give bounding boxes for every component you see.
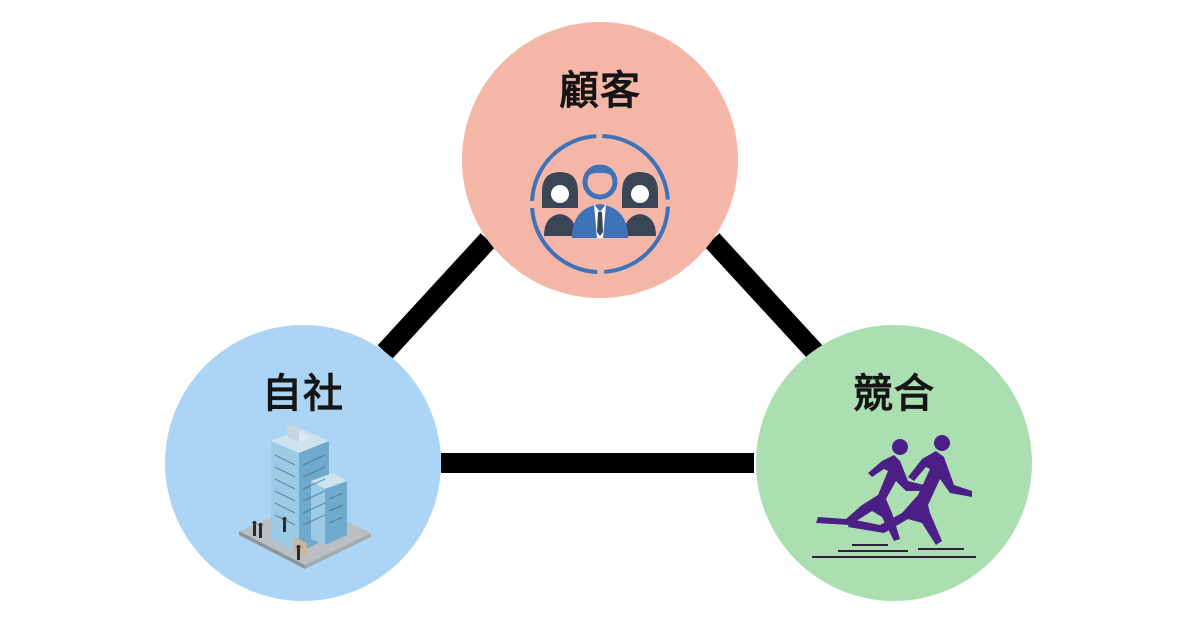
edge-customer-competitor bbox=[704, 233, 823, 359]
competitor-node: 競合 bbox=[756, 325, 1032, 601]
competitor-label: 競合 bbox=[853, 371, 935, 417]
customer-label: 顧客 bbox=[559, 68, 641, 114]
customer-node: 顧客 bbox=[462, 22, 738, 298]
edge-customer-company bbox=[377, 233, 496, 359]
office-building-icon bbox=[239, 425, 371, 569]
company-node: 自社 bbox=[165, 325, 441, 601]
runners-icon bbox=[812, 435, 976, 558]
company-label: 自社 bbox=[262, 371, 344, 417]
customers-group-icon bbox=[530, 134, 670, 274]
